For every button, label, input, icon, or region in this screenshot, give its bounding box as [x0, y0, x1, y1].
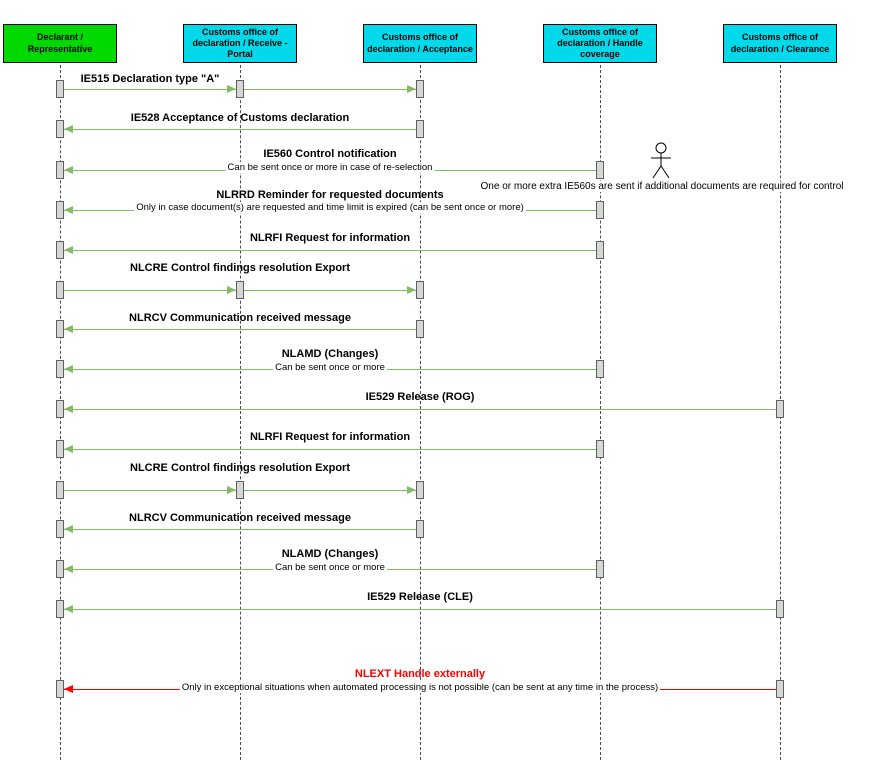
- activation-bar: [56, 600, 64, 618]
- lifeline-handle-coverage: [600, 60, 601, 760]
- message-note: Only in case document(s) are requested a…: [134, 202, 526, 213]
- activation-bar: [236, 281, 244, 299]
- arrowhead-right-icon: [407, 85, 416, 93]
- lifeline-header-handle-coverage: Customs office of declaration / Handle c…: [543, 24, 657, 63]
- activation-bar: [416, 120, 424, 138]
- message-label: NLCRE Control findings resolution Export: [130, 262, 350, 274]
- arrowhead-left-icon: [64, 246, 73, 254]
- activation-bar: [596, 161, 604, 179]
- activation-bar: [236, 481, 244, 499]
- activation-bar: [596, 440, 604, 458]
- message-label: NLEXT Handle externally: [354, 668, 486, 680]
- activation-bar: [416, 80, 424, 98]
- message-label: NLRFI Request for information: [249, 232, 411, 244]
- activation-bar: [56, 161, 64, 179]
- arrowhead-right-icon: [227, 286, 236, 294]
- activation-bar: [596, 241, 604, 259]
- activation-bar: [56, 360, 64, 378]
- lifeline-header-receive-portal: Customs office of declaration / Receive …: [183, 24, 297, 63]
- message-label: NLCRE Control findings resolution Export: [130, 462, 350, 474]
- activation-bar: [776, 400, 784, 418]
- arrowhead-left-icon: [64, 685, 73, 693]
- message-label: IE529 Release (ROG): [365, 391, 475, 403]
- activation-bar: [236, 80, 244, 98]
- activation-bar: [56, 440, 64, 458]
- message-line: [244, 490, 416, 491]
- message-line: [64, 290, 236, 291]
- lifeline-label: Declarant / Representative: [27, 32, 93, 54]
- arrowhead-left-icon: [64, 605, 73, 613]
- message-line: [244, 89, 416, 90]
- activation-bar: [56, 241, 64, 259]
- activation-bar: [416, 481, 424, 499]
- activation-bar: [56, 201, 64, 219]
- arrowhead-left-icon: [64, 445, 73, 453]
- lifeline-acceptance: [420, 60, 421, 760]
- activation-bar: [776, 600, 784, 618]
- activation-bar: [416, 520, 424, 538]
- activation-bar: [56, 400, 64, 418]
- arrowhead-right-icon: [407, 286, 416, 294]
- message-label: IE529 Release (CLE): [367, 591, 473, 603]
- activation-bar: [596, 560, 604, 578]
- message-note: Only in exceptional situations when auto…: [179, 682, 661, 693]
- activation-bar: [56, 120, 64, 138]
- annotation-text: One or more extra IE560s are sent if add…: [480, 181, 844, 192]
- message-label: IE528 Acceptance of Customs declaration: [130, 112, 350, 124]
- message-note: Can be sent once or more in case of re-s…: [225, 162, 435, 173]
- activation-bar: [776, 680, 784, 698]
- message-line: [64, 129, 416, 130]
- activation-bar: [56, 80, 64, 98]
- lifeline-header-acceptance: Customs office of declaration / Acceptan…: [363, 24, 477, 63]
- message-line: [64, 529, 416, 530]
- arrowhead-left-icon: [64, 405, 73, 413]
- message-line: [64, 329, 416, 330]
- lifeline-label: Customs office of declaration / Clearanc…: [730, 32, 830, 54]
- lifeline-label: Customs office of declaration / Receive …: [192, 26, 288, 60]
- message-label: NLRCV Communication received message: [129, 512, 351, 524]
- arrowhead-left-icon: [64, 166, 73, 174]
- arrowhead-left-icon: [64, 325, 73, 333]
- arrowhead-right-icon: [227, 85, 236, 93]
- message-line: [244, 290, 416, 291]
- activation-bar: [56, 520, 64, 538]
- message-note: Can be sent once or more: [273, 562, 387, 573]
- message-line: [64, 449, 596, 450]
- activation-bar: [596, 201, 604, 219]
- arrowhead-left-icon: [64, 125, 73, 133]
- message-line: [64, 490, 236, 491]
- actor-icon: [651, 142, 671, 179]
- message-line: [64, 250, 596, 251]
- lifeline-header-clearance: Customs office of declaration / Clearanc…: [723, 24, 837, 63]
- arrowhead-left-icon: [64, 365, 73, 373]
- activation-bar: [56, 281, 64, 299]
- lifeline-header-declarant: Declarant / Representative: [3, 24, 117, 63]
- arrowhead-right-icon: [407, 486, 416, 494]
- message-line: [64, 89, 236, 90]
- lifeline-receive-portal: [240, 60, 241, 760]
- message-label: IE515 Declaration type "A": [80, 73, 220, 85]
- arrowhead-left-icon: [64, 206, 73, 214]
- message-line: [64, 409, 776, 410]
- activation-bar: [416, 281, 424, 299]
- activation-bar: [416, 320, 424, 338]
- activation-bar: [56, 320, 64, 338]
- message-line: [64, 609, 776, 610]
- lifeline-label: Customs office of declaration / Handle c…: [557, 26, 643, 60]
- message-label: NLAMD (Changes): [281, 348, 379, 360]
- lifeline-label: Customs office of declaration / Acceptan…: [367, 32, 473, 54]
- message-label: NLRFI Request for information: [249, 431, 411, 443]
- activation-bar: [596, 360, 604, 378]
- arrowhead-right-icon: [227, 486, 236, 494]
- message-label: NLRCV Communication received message: [129, 312, 351, 324]
- message-note: Can be sent once or more: [273, 362, 387, 373]
- arrowhead-left-icon: [64, 525, 73, 533]
- message-label: NLAMD (Changes): [281, 548, 379, 560]
- message-label: IE560 Control notification: [263, 148, 397, 160]
- arrowhead-left-icon: [64, 565, 73, 573]
- message-label: NLRRD Reminder for requested documents: [216, 189, 444, 201]
- activation-bar: [56, 680, 64, 698]
- activation-bar: [56, 481, 64, 499]
- activation-bar: [56, 560, 64, 578]
